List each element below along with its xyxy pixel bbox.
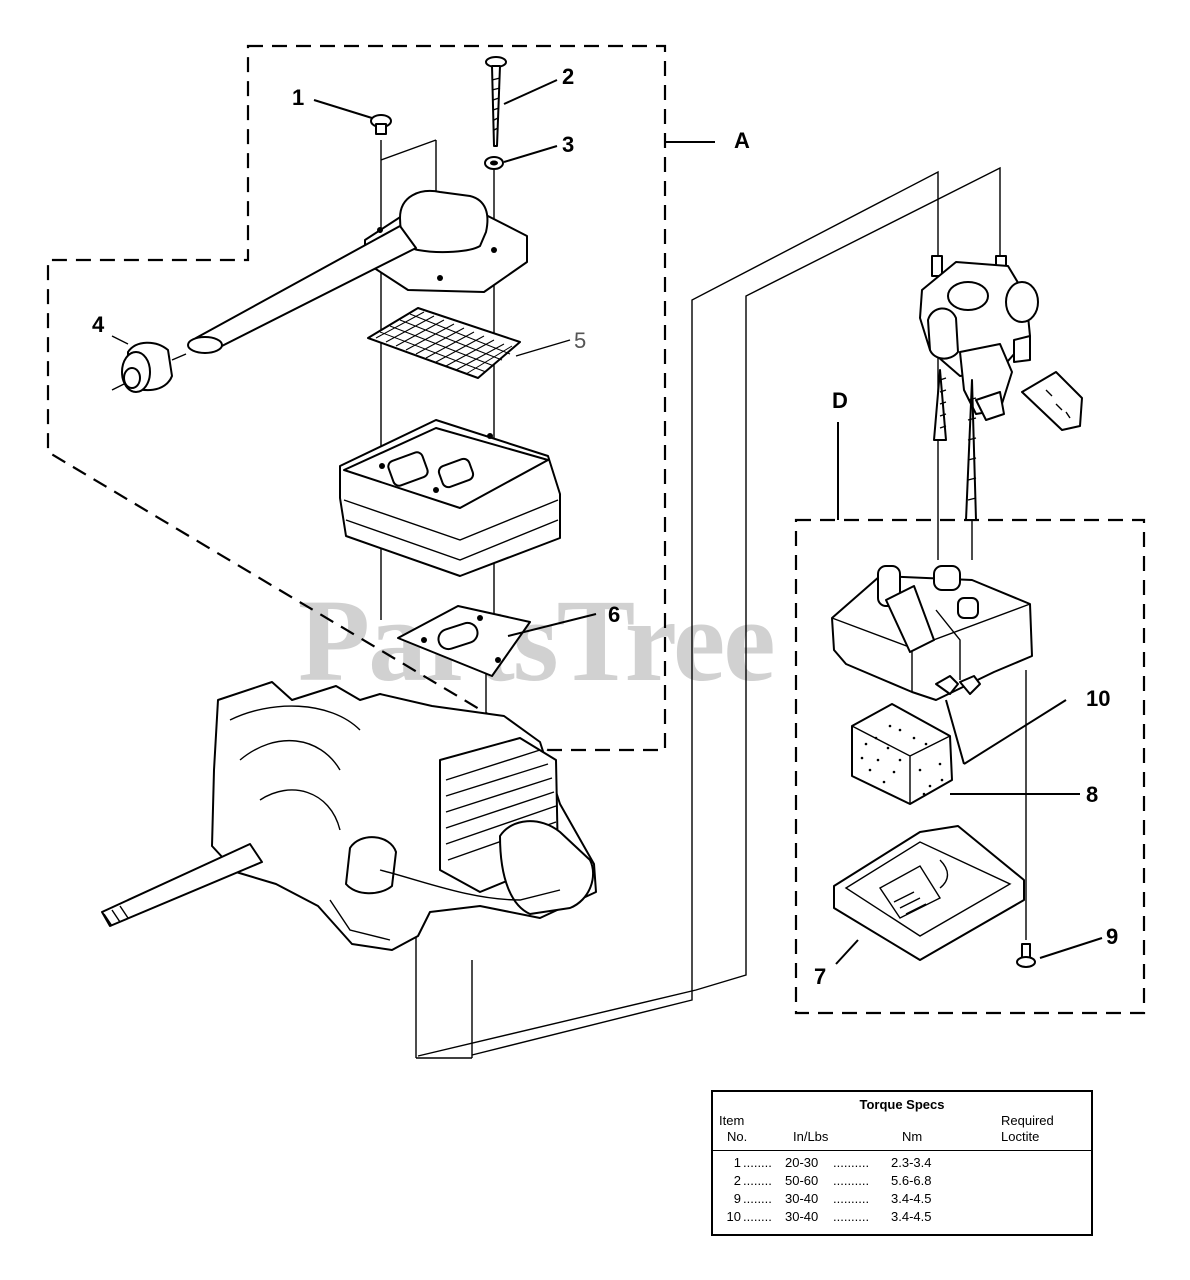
row-item: 10 <box>726 1209 741 1224</box>
header-no: No. <box>727 1129 748 1144</box>
row-inlbs: 30-40 <box>785 1191 819 1206</box>
row-dots: ........ <box>743 1209 772 1224</box>
row-dots: .......... <box>833 1191 870 1206</box>
row-dots: ........ <box>743 1155 772 1170</box>
partstree-watermark: PartsTree <box>298 575 774 706</box>
callout-2: 2 <box>562 64 574 89</box>
air-filter-housing <box>831 565 1033 940</box>
part-4-grommet <box>111 341 187 393</box>
table-row: 9 ........ 30-40 .......... 3.4-4.5 <box>713 1190 1091 1208</box>
torque-specs-table: Torque Specs Item No. In/Lbs Nm Required… <box>711 1090 1093 1236</box>
row-dots: ........ <box>743 1191 772 1206</box>
part-2-bolt <box>485 56 507 147</box>
row-nm: 3.4-4.5 <box>891 1191 932 1206</box>
callout-a: A <box>734 128 750 153</box>
row-dots: ........ <box>743 1173 772 1188</box>
table-row: 1 ........ 20-30 .......... 2.3-3.4 <box>713 1154 1091 1172</box>
callout-1: 1 <box>292 85 304 110</box>
torque-rows: 1 ........ 20-30 .......... 2.3-3.4 2 ..… <box>713 1154 1091 1226</box>
table-row: 10 ........ 30-40 .......... 3.4-4.5 <box>713 1208 1091 1226</box>
callout-5: 5 <box>574 328 586 353</box>
header-loctite: Loctite <box>1001 1129 1040 1144</box>
part-9-screw <box>1016 943 1036 968</box>
row-item: 1 <box>733 1155 741 1170</box>
callout-d: D <box>832 388 848 413</box>
part-8-filter <box>851 703 953 805</box>
header-required: Required <box>1001 1113 1054 1128</box>
muffler-body <box>339 419 561 577</box>
callout-8: 8 <box>1086 782 1098 807</box>
row-inlbs: 30-40 <box>785 1209 819 1224</box>
row-inlbs: 20-30 <box>785 1155 819 1170</box>
callout-3: 3 <box>562 132 574 157</box>
callout-9: 9 <box>1106 924 1118 949</box>
table-row: 2 ........ 50-60 .......... 5.6-6.8 <box>713 1172 1091 1190</box>
row-item: 2 <box>733 1173 741 1188</box>
header-nm: Nm <box>902 1129 923 1144</box>
header-divider <box>713 1150 1091 1151</box>
part-1-screw <box>370 114 392 135</box>
hose-routing-lines <box>415 166 1001 1059</box>
callout-10: 10 <box>1086 686 1110 711</box>
row-dots: .......... <box>833 1173 870 1188</box>
header-item: Item <box>719 1113 745 1128</box>
row-inlbs: 50-60 <box>785 1173 819 1188</box>
row-dots: .......... <box>833 1209 870 1224</box>
row-nm: 5.6-6.8 <box>891 1173 932 1188</box>
part-7-base <box>833 825 1025 961</box>
part-6-gasket <box>397 605 531 677</box>
carburetor <box>919 255 1083 560</box>
row-dots: .......... <box>833 1155 870 1170</box>
engine-block <box>101 681 597 951</box>
callout-leaders <box>111 79 1103 965</box>
assembly-a-boundary <box>46 44 667 752</box>
row-item: 9 <box>733 1191 741 1206</box>
part-5-screen <box>367 307 521 379</box>
row-nm: 2.3-3.4 <box>891 1155 932 1170</box>
part-3-washer <box>484 156 504 170</box>
callout-4: 4 <box>92 312 105 337</box>
muffler-cover <box>187 190 528 354</box>
header-inlbs: In/Lbs <box>793 1129 829 1144</box>
callout-6: 6 <box>608 602 620 627</box>
torque-table-title: Torque Specs <box>859 1097 945 1112</box>
callout-7: 7 <box>814 964 826 989</box>
row-nm: 3.4-4.5 <box>891 1209 932 1224</box>
